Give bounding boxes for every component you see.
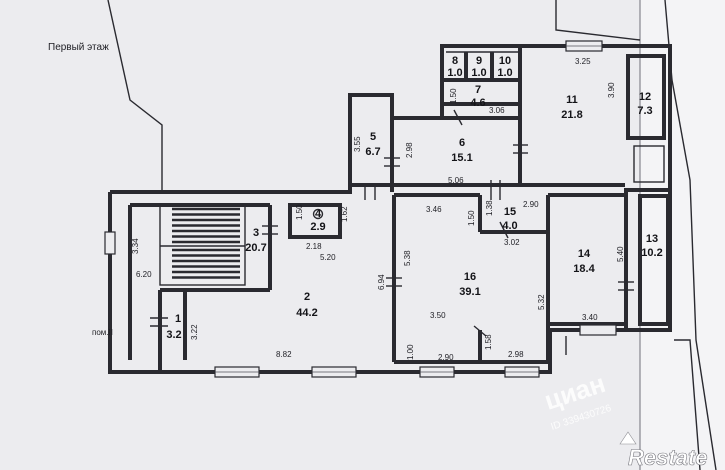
- room-labels: 1 3.2 2 44.2 3 20.7 4 2.9 5 6.7 6 15.1 7…: [166, 55, 662, 341]
- room-4-area: 2.9: [310, 221, 325, 233]
- side-room-label: пом.II: [92, 328, 113, 337]
- room-16-area: 39.1: [459, 286, 480, 298]
- neighbor-outline-left: [107, 0, 163, 190]
- room-3-area: 20.7: [245, 242, 266, 254]
- dimension-label: 1.58: [484, 334, 493, 350]
- dimension-label: 2.98: [405, 142, 414, 158]
- room-1-area: 3.2: [166, 329, 181, 341]
- outer-walls: [108, 44, 672, 374]
- dimension-label: 2.90: [523, 200, 539, 209]
- dimension-label: 3.90: [607, 82, 616, 98]
- room-3-number: 3: [253, 227, 259, 239]
- dimension-label: 3.06: [489, 106, 505, 115]
- room-14-number: 14: [578, 248, 591, 260]
- dimension-label: 5.40: [616, 246, 625, 262]
- room-12-number: 12: [639, 91, 651, 103]
- paper-margin: [640, 0, 725, 470]
- room-5-number: 5: [370, 131, 376, 143]
- dimension-label: 5.32: [537, 294, 546, 310]
- dimension-label: 1.50: [467, 210, 476, 226]
- dimension-label: 1.50: [449, 88, 458, 104]
- restate-logo: Restate: [619, 431, 708, 470]
- room-14-area: 18.4: [573, 263, 595, 275]
- dimension-label: 2.18: [306, 242, 322, 251]
- dimension-label: 6.20: [136, 270, 152, 279]
- dimension-label: 3.46: [426, 205, 442, 214]
- dimension-label: 6.94: [377, 274, 386, 290]
- room-1-number: 1: [175, 313, 181, 325]
- dimension-label: 8.82: [276, 350, 292, 359]
- dimension-label: 5.38: [403, 250, 412, 266]
- room-13-area: 10.2: [641, 247, 662, 259]
- room-8-area: 1.0: [447, 67, 462, 79]
- dimension-label: 2.98: [508, 350, 524, 359]
- room-10-area: 1.0: [497, 67, 512, 79]
- room-2-area: 44.2: [296, 307, 317, 319]
- dimension-label: 1.50: [295, 204, 304, 220]
- dimension-label: 3.40: [582, 313, 598, 322]
- dimension-label: 3.22: [190, 324, 199, 340]
- dimension-label: 3.25: [575, 57, 591, 66]
- dimension-label: 5.20: [320, 253, 336, 262]
- room-13-number: 13: [646, 233, 658, 245]
- neighbor-outline-right-lower: [674, 339, 701, 470]
- dimension-label: 1.62: [340, 206, 349, 222]
- dimension-label: 3.34: [131, 238, 140, 254]
- dimension-label: 3.02: [504, 238, 520, 247]
- door-openings: [150, 109, 634, 337]
- room-9-area: 1.0: [471, 67, 486, 79]
- room-9-number: 9: [476, 55, 482, 67]
- dimension-label: 2.90: [438, 353, 454, 362]
- wall-room-4: [288, 203, 342, 239]
- room-6-number: 6: [459, 137, 465, 149]
- staircase: [159, 204, 246, 286]
- interior-walls: [128, 46, 670, 372]
- room-16-number: 16: [464, 271, 476, 283]
- room-8-number: 8: [452, 55, 458, 67]
- dimension-label: 3.55: [353, 136, 362, 152]
- neighbor-outline-top: [555, 0, 641, 41]
- plan-title: Первый этаж: [48, 42, 109, 53]
- dimension-labels: 3.25 3.90 1.50 3.06 3.55 2.98 5.06 3.46 …: [131, 57, 625, 362]
- restate-logo-text: Restate: [628, 445, 707, 470]
- room-15-number: 15: [504, 206, 516, 218]
- room-10-number: 10: [499, 55, 511, 67]
- windows: [104, 40, 617, 378]
- wall-room-12: [626, 54, 666, 140]
- restate-logo-icon: [619, 431, 637, 445]
- room-7-number: 7: [475, 84, 481, 96]
- room-5-area: 6.7: [365, 146, 380, 158]
- room-15-area: 4.0: [502, 220, 517, 232]
- room-6-area: 15.1: [451, 152, 472, 164]
- dimension-label: 1.00: [406, 344, 415, 360]
- room-11-area: 21.8: [561, 109, 582, 121]
- wall-room-13: [638, 194, 670, 326]
- room-2-number: 2: [304, 291, 310, 303]
- room-12-area: 7.3: [637, 105, 652, 117]
- dimension-label: 3.50: [430, 311, 446, 320]
- dimension-label: 5.06: [448, 176, 464, 185]
- room-4-number: 4: [315, 208, 322, 220]
- room-11-number: 11: [566, 94, 578, 106]
- room-7-area: 4.6: [470, 97, 485, 109]
- dimension-label: 1.38: [485, 200, 494, 216]
